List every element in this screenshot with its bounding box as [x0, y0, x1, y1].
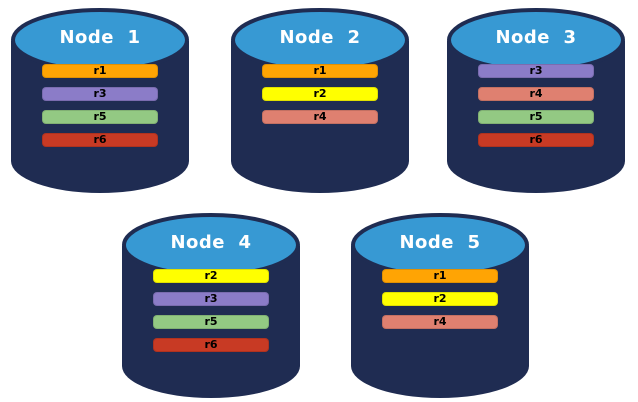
replica-bar-r3: r3 — [42, 87, 158, 101]
node-label: Node 4 — [170, 232, 252, 253]
replica-bar-r6: r6 — [478, 133, 594, 147]
node-label: Node 5 — [399, 232, 481, 253]
replica-list: r1 r2 r4 — [262, 64, 378, 133]
database-node-1: Node 1 r1 r3 r5 r6 — [8, 4, 192, 196]
replica-list: r3 r4 r5 r6 — [478, 64, 594, 156]
database-node-2: Node 2 r1 r2 r4 — [228, 4, 412, 196]
replica-bar-r2: r2 — [153, 269, 269, 283]
replica-bar-r6: r6 — [153, 338, 269, 352]
replica-bar-r1: r1 — [382, 269, 498, 283]
node-label: Node 3 — [495, 27, 577, 48]
database-node-5: Node 5 r1 r2 r4 — [348, 209, 532, 401]
node-label: Node 2 — [279, 27, 361, 48]
replica-bar-r3: r3 — [478, 64, 594, 78]
replica-bar-r4: r4 — [382, 315, 498, 329]
node-label: Node 1 — [59, 27, 141, 48]
replica-bar-r4: r4 — [262, 110, 378, 124]
replica-bar-r2: r2 — [262, 87, 378, 101]
replica-bar-r1: r1 — [262, 64, 378, 78]
replica-bar-r3: r3 — [153, 292, 269, 306]
database-node-4: Node 4 r2 r3 r5 r6 — [119, 209, 303, 401]
replica-bar-r4: r4 — [478, 87, 594, 101]
replica-list: r1 r2 r4 — [382, 269, 498, 338]
replica-bar-r2: r2 — [382, 292, 498, 306]
replica-list: r1 r3 r5 r6 — [42, 64, 158, 156]
replica-bar-r5: r5 — [153, 315, 269, 329]
replica-bar-r5: r5 — [42, 110, 158, 124]
replica-bar-r1: r1 — [42, 64, 158, 78]
replica-bar-r6: r6 — [42, 133, 158, 147]
replica-bar-r5: r5 — [478, 110, 594, 124]
replica-list: r2 r3 r5 r6 — [153, 269, 269, 361]
database-node-3: Node 3 r3 r4 r5 r6 — [444, 4, 628, 196]
